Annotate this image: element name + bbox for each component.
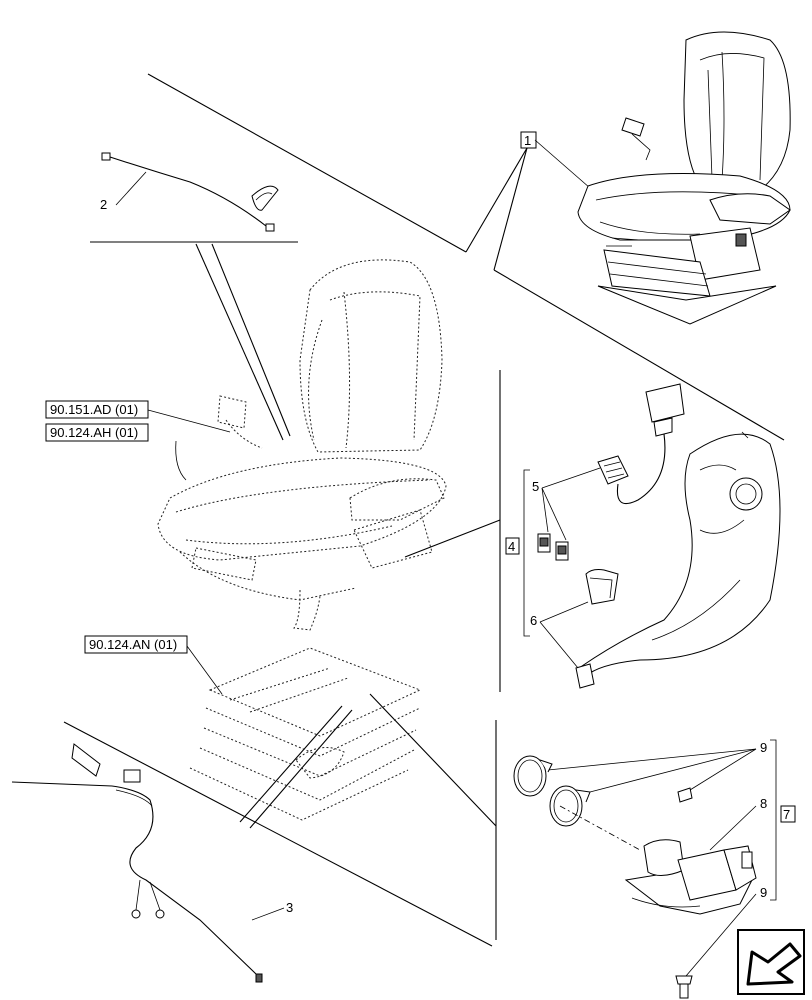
callout-8-label: 8 bbox=[760, 796, 767, 811]
callout-3-label: 3 bbox=[286, 900, 293, 915]
switch-5[interactable] bbox=[537, 455, 629, 561]
callout-1[interactable]: 1 bbox=[520, 131, 537, 149]
seat-assembly-complete[interactable] bbox=[577, 31, 791, 325]
callout-2-label: 2 bbox=[100, 197, 107, 212]
harness-3[interactable] bbox=[11, 743, 263, 983]
reference-an-label: 90.124.AN (01) bbox=[89, 637, 177, 652]
callout-6-label: 6 bbox=[530, 613, 537, 628]
seat-phantom-view bbox=[157, 259, 447, 631]
callout-9-top-label: 9 bbox=[760, 740, 767, 755]
actuator-8[interactable] bbox=[624, 839, 757, 915]
suspension-phantom-view bbox=[189, 647, 422, 821]
callout-7[interactable]: 7 bbox=[780, 805, 796, 823]
connector-plug[interactable] bbox=[616, 383, 685, 505]
reference-an[interactable]: 90.124.AN (01) bbox=[84, 635, 188, 654]
callout-1-label: 1 bbox=[524, 133, 531, 148]
screw-9[interactable] bbox=[675, 975, 693, 999]
cover-6[interactable] bbox=[585, 569, 619, 605]
callout-5-label: 5 bbox=[532, 479, 539, 494]
arrow-icon[interactable] bbox=[737, 929, 805, 995]
reference-ad[interactable]: 90.151.AD (01) bbox=[45, 400, 149, 419]
side-cover-panel[interactable] bbox=[575, 431, 781, 689]
harness-2[interactable] bbox=[101, 152, 279, 232]
callout-7-label: 7 bbox=[783, 807, 790, 822]
callout-9-bottom-label: 9 bbox=[760, 885, 767, 900]
divider-lines bbox=[63, 73, 785, 947]
callout-4-label: 4 bbox=[508, 539, 515, 554]
callout-4[interactable]: 4 bbox=[505, 537, 520, 555]
reference-ad-label: 90.151.AD (01) bbox=[50, 402, 138, 417]
hose-clamps-9[interactable] bbox=[513, 755, 693, 851]
reference-ah[interactable]: 90.124.AH (01) bbox=[45, 423, 149, 442]
reference-ah-label: 90.124.AH (01) bbox=[50, 425, 138, 440]
